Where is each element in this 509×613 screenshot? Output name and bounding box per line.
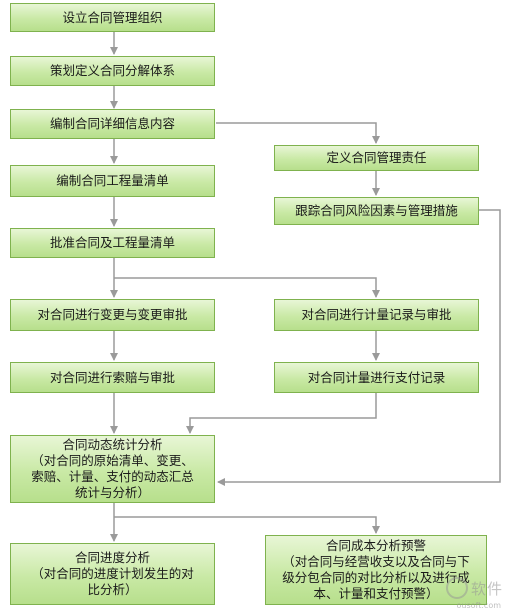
node-progress-line1: （对合同的进度计划发生的对 (31, 566, 194, 581)
node-approve-contract-label: 批准合同及工程量清单 (49, 235, 175, 250)
node-change-approve: 对合同进行变更与变更审批 (10, 299, 215, 331)
node-cost-title: 合同成本分析预警 (325, 538, 426, 553)
node-dynamic-analysis: 合同动态统计分析 （对合同的原始清单、变更、 索赔、计量、支付的动态汇总 统计与… (10, 435, 215, 503)
node-measure-record-label: 对合同进行计量记录与审批 (301, 307, 452, 322)
node-cost-line1: （对合同与经营收支以及合同与下 (282, 554, 470, 569)
node-cost-analysis: 合同成本分析预警 （对合同与经营收支以及合同与下 级分包合同的对比分析以及进行成… (265, 535, 487, 605)
arrow-dynamic-to-cost (114, 516, 380, 534)
watermark-text: 软件 (470, 579, 503, 598)
node-payment-record: 对合同计量进行支付记录 (274, 362, 479, 393)
node-setup-org-label: 设立合同管理组织 (62, 9, 163, 25)
node-progress-title: 合同进度分析 (74, 550, 150, 565)
watermark: 软件 ousoft.com (445, 577, 503, 610)
node-plan-breakdown: 策划定义合同分解体系 (10, 56, 215, 86)
arrow-risk-to-dynamic (217, 209, 501, 486)
node-track-risk: 跟踪合同风险因素与管理措施 (274, 197, 479, 225)
node-dynamic-analysis-title: 合同动态统计分析 (62, 437, 163, 452)
node-dynamic-analysis-line3: 统计与分析） (74, 485, 150, 500)
node-compile-boq-label: 编制合同工程量清单 (56, 173, 169, 188)
node-compile-detail: 编制合同详细信息内容 (10, 109, 215, 139)
node-claim-approve: 对合同进行索赔与审批 (10, 362, 215, 393)
node-dynamic-analysis-line2: 索赔、计量、支付的动态汇总 (31, 469, 194, 484)
arrow-payment-to-dynamic (186, 393, 377, 434)
node-cost-line3: 本、计量和支付预警） (313, 586, 439, 601)
node-plan-breakdown-label: 策划定义合同分解体系 (49, 63, 175, 78)
node-compile-detail-label: 编制合同详细信息内容 (49, 116, 175, 131)
node-measure-record: 对合同进行计量记录与审批 (274, 299, 479, 331)
node-claim-approve-label: 对合同进行索赔与审批 (49, 369, 175, 385)
arrow-approve-to-measure (114, 277, 380, 298)
watermark-url: ousoft.com (456, 601, 501, 610)
arrow-detail-to-duty (216, 122, 380, 144)
node-cost-line2: 级分包合同的对比分析以及进行成 (282, 570, 470, 585)
node-track-risk-label: 跟踪合同风险因素与管理措施 (295, 203, 458, 218)
node-setup-org: 设立合同管理组织 (10, 3, 215, 32)
node-change-approve-label: 对合同进行变更与变更审批 (37, 307, 188, 322)
watermark-logo-icon (445, 577, 468, 599)
node-progress-analysis: 合同进度分析 （对合同的进度计划发生的对 比分析） (10, 543, 215, 605)
node-payment-record-label: 对合同计量进行支付记录 (307, 369, 446, 385)
node-progress-line2: 比分析） (87, 582, 138, 597)
node-approve-contract: 批准合同及工程量清单 (10, 228, 215, 258)
node-dynamic-analysis-line1: （对合同的原始清单、变更、 (31, 453, 194, 468)
node-define-duty-label: 定义合同管理责任 (326, 150, 427, 165)
node-compile-boq: 编制合同工程量清单 (10, 165, 215, 197)
node-define-duty: 定义合同管理责任 (274, 145, 479, 171)
